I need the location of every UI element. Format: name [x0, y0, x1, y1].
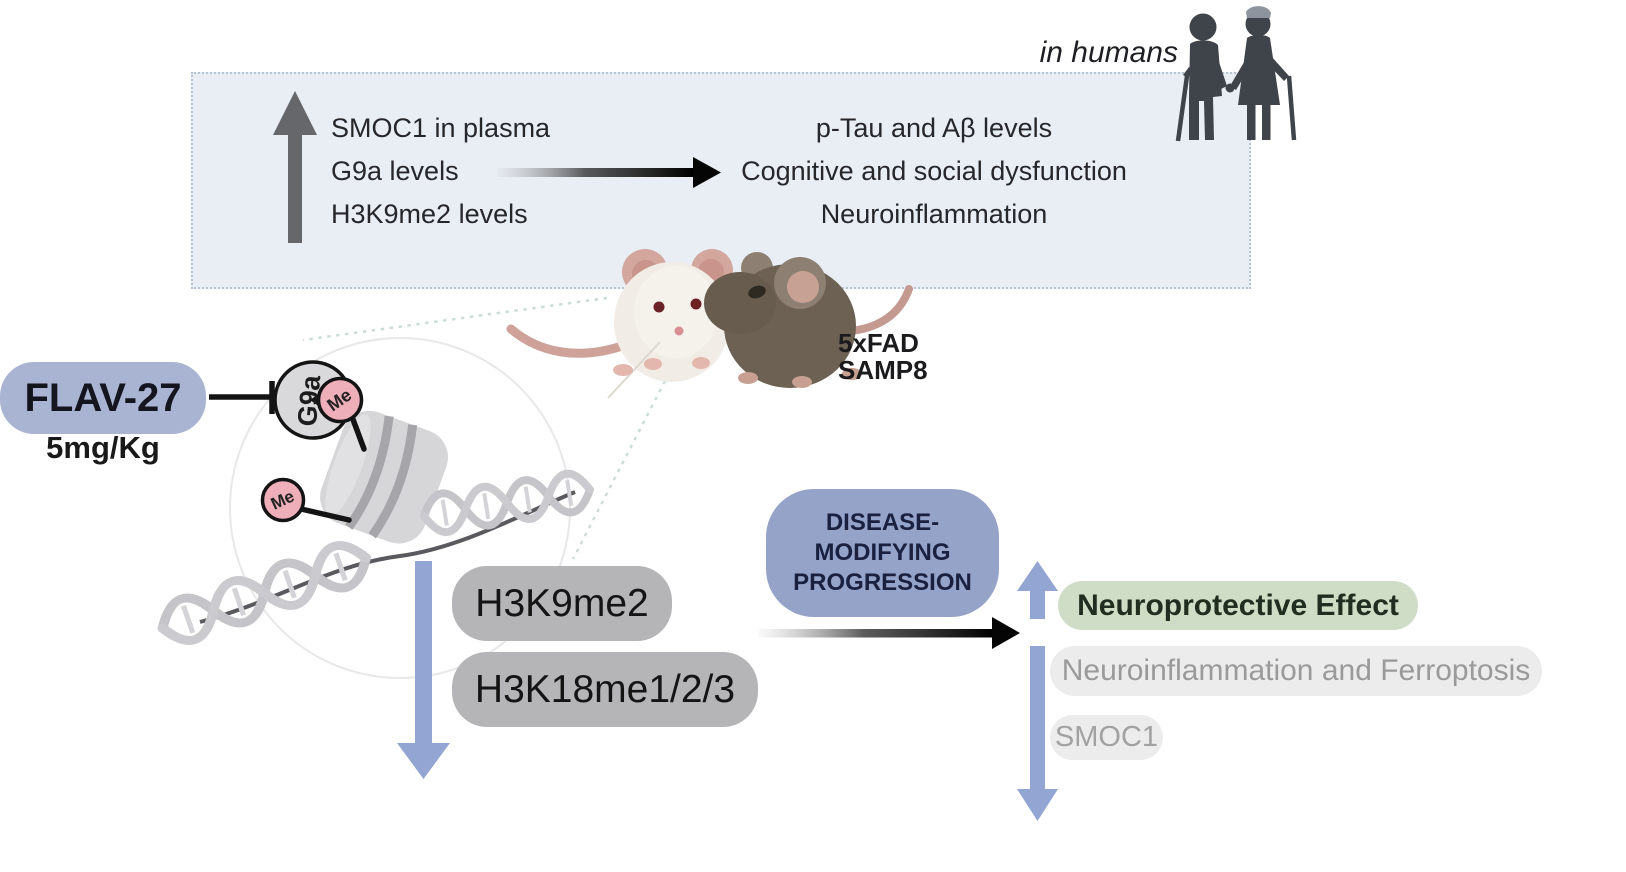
list-item: p-Tau and Aβ levels	[815, 113, 1053, 143]
mouse-model-1: 5xFAD	[838, 328, 919, 358]
pill-line: PROGRESSION	[793, 569, 972, 596]
neuroprotective-pill: Neuroprotective Effect	[1058, 581, 1418, 630]
mice-illustration	[506, 249, 913, 399]
right-arrow-panel-icon	[497, 157, 721, 188]
elderly-couple-icon	[1175, 6, 1297, 142]
magnifier-circle	[229, 337, 571, 679]
methyl-mark-lower: Me	[260, 477, 352, 523]
right-arrow-outcomes-icon	[758, 617, 1020, 649]
treatment-pill: FLAV-27	[0, 362, 206, 434]
list-item: Cognitive and social dysfunction	[741, 156, 1127, 186]
mark-pill-h3k18me: H3K18me1/2/3	[452, 652, 758, 727]
zoom-callout-lines	[302, 296, 667, 560]
human-outcomes-list: p-Tau and Aβ levels Cognitive and social…	[733, 107, 1135, 236]
mark-pill-h3k9me2: H3K9me2	[452, 566, 672, 641]
mouse-model-labels: 5xFAD SAMP8	[838, 330, 948, 384]
nucleosome-icon	[320, 410, 449, 544]
disease-modifying-pill: DISEASE- MODIFYING PROGRESSION	[766, 489, 999, 617]
down-arrow-marks-icon	[397, 561, 450, 779]
list-item: G9a levels	[331, 156, 459, 186]
down-arrow-outcome-icon	[1017, 646, 1058, 821]
dna-helix-right	[421, 470, 593, 535]
methyl-mark-upper: Me	[316, 376, 367, 452]
white-mouse-tail	[506, 324, 633, 358]
up-arrow-gray-icon	[273, 91, 317, 243]
smoc1-pill: SMOC1	[1050, 715, 1163, 760]
in-humans-label: in humans	[1039, 36, 1178, 69]
neuroinflammation-ferroptosis-pill: Neuroinflammation and Ferroptosis	[1050, 646, 1542, 696]
list-item: H3K9me2 levels	[331, 199, 528, 229]
pill-line: DISEASE-	[825, 509, 940, 536]
list-item: Neuroinflammation	[820, 199, 1048, 229]
mouse-model-2: SAMP8	[838, 355, 928, 385]
pill-line: MODIFYING	[814, 539, 951, 566]
dna-helix-left	[156, 538, 373, 649]
inhibition-icon	[209, 381, 275, 414]
up-arrow-outcome-icon	[1017, 561, 1058, 619]
increased-in-humans-list: SMOC1 in plasma G9a levels H3K9me2 level…	[331, 107, 631, 236]
treatment-dose: 5mg/Kg	[46, 430, 160, 465]
list-item: SMOC1 in plasma	[331, 113, 551, 143]
